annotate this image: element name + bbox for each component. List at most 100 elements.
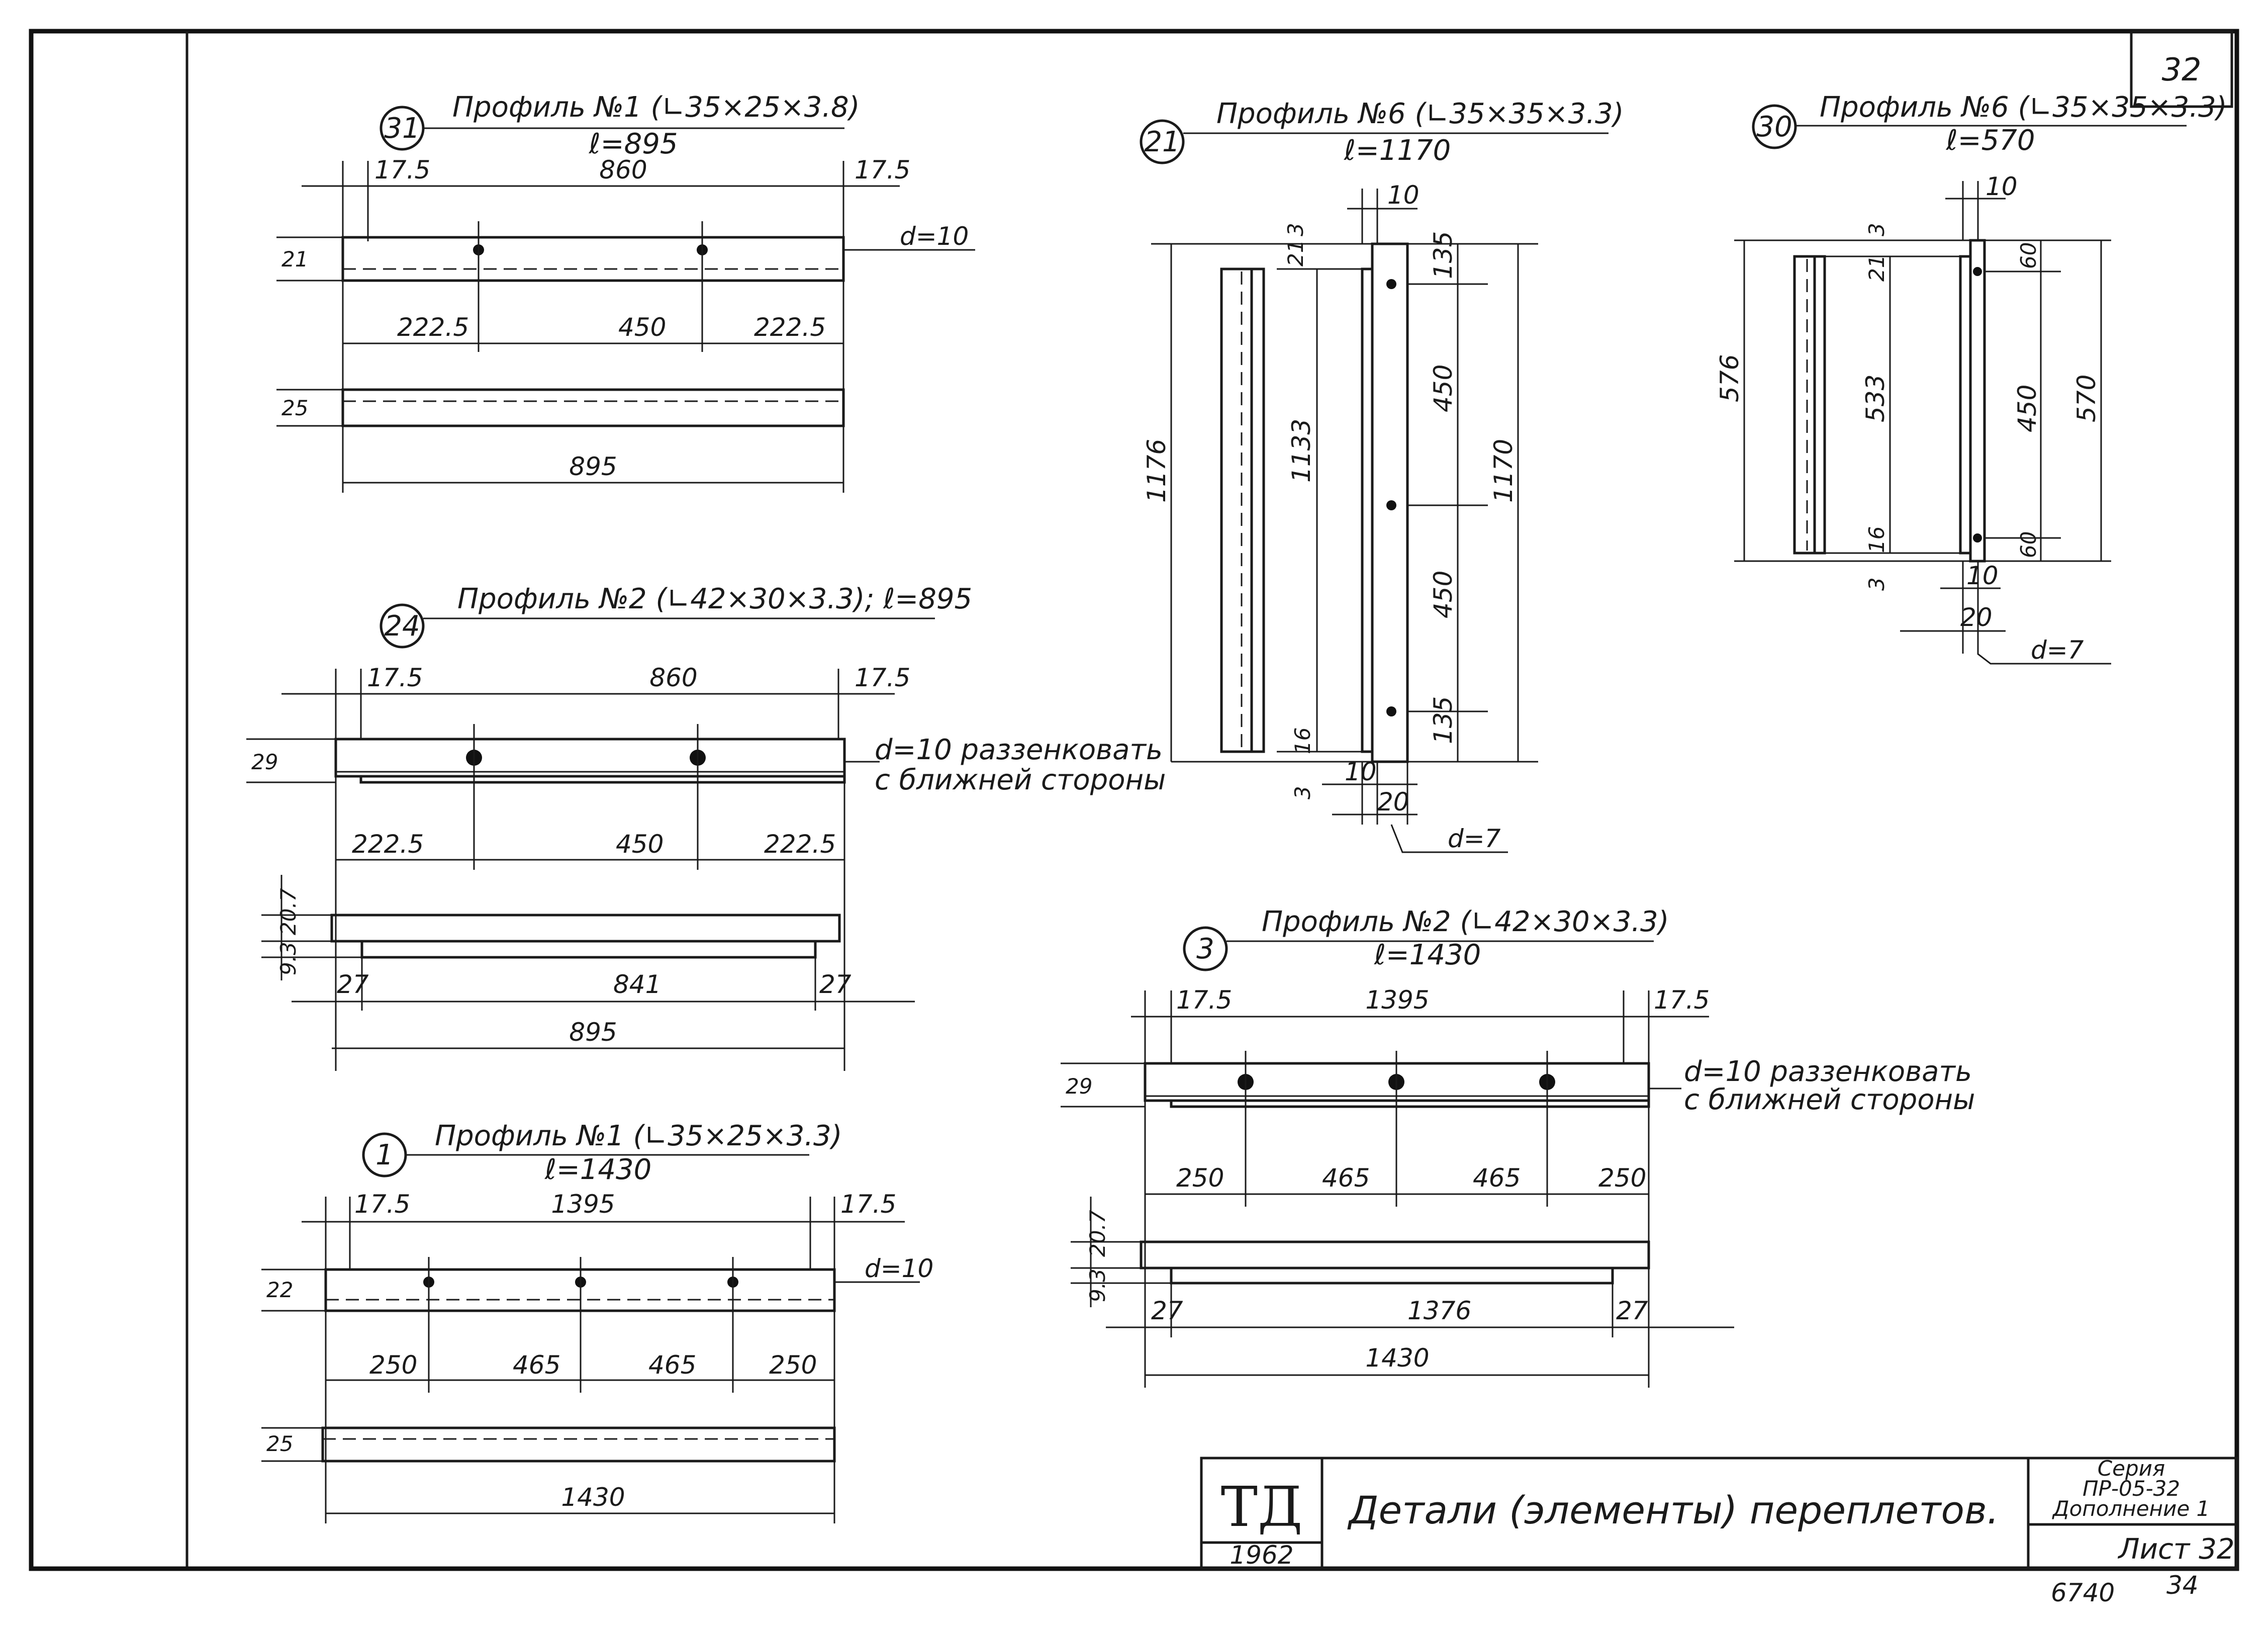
dim-length: 570 [2072, 375, 2101, 422]
dim-span: 860 [599, 155, 647, 185]
series-code: ПР-05-32 [2083, 1476, 2180, 1501]
dim-hole-left: 222.5 [397, 313, 469, 342]
dim-flange: 25 [266, 1431, 293, 1456]
dim-height: 29 [1066, 1074, 1092, 1099]
part-title: Профиль №2 (∟42×30×3.3) [1262, 906, 1669, 938]
inventory-page: 34 [2166, 1571, 2199, 1600]
countersink-note: d=10 раззенковать [1684, 1055, 1972, 1088]
dim-hole-4: 250 [769, 1350, 817, 1380]
dim-hole-mid: 450 [618, 313, 666, 342]
sheet-label: Лист 32 [2118, 1533, 2235, 1566]
dim-bottom-left: 27 [337, 970, 369, 999]
dim-height: 22 [266, 1278, 293, 1302]
part-31: 31 Профиль №1 (∟35×25×3.8) ℓ=895 17.5 86… [276, 91, 975, 493]
page-number: 32 [2162, 51, 2202, 88]
dim-flange: 25 [281, 396, 308, 420]
series-label: Серия [2098, 1456, 2165, 1481]
stamp-year: 1962 [1230, 1541, 1293, 1570]
part-length: ℓ=570 [1946, 124, 2035, 157]
dim-right-offset: 17.5 [855, 663, 910, 692]
dim-left-offset: 17.5 [367, 663, 423, 692]
page-number-box: 32 [2130, 30, 2233, 108]
title-block: ТД 1962 Детали (элементы) переплетов. Се… [1200, 1456, 2238, 1607]
dim-bottom-width: 10 [1345, 757, 1377, 786]
part-number: 3 [1196, 933, 1214, 965]
dim-hole-3: 465 [648, 1350, 696, 1380]
dim-top-step: 3 [1283, 223, 1308, 236]
dim-right-offset: 17.5 [1654, 985, 1710, 1015]
dim-pitch: 450 [2013, 385, 2042, 432]
dim-overall: 576 [1715, 354, 1744, 402]
dim-pitch-1: 450 [1429, 365, 1458, 412]
hole-diameter: d=10 [900, 222, 969, 251]
dim-end-bottom: 60 [2016, 531, 2041, 558]
dim-hole-right: 222.5 [764, 830, 836, 859]
hole-diameter: d=7 [1448, 824, 1501, 853]
countersink-note-side: с ближней стороны [875, 764, 1166, 796]
part-number: 21 [1144, 126, 1180, 158]
part-number: 24 [384, 610, 420, 643]
dim-inner: 533 [1861, 375, 1890, 422]
dim-bottom-right: 27 [1616, 1296, 1648, 1325]
dim-top-width: 10 [1986, 172, 2018, 201]
dim-bottom-step: 3 [1290, 786, 1315, 799]
dim-top-step: 3 [1864, 223, 1889, 236]
dim-bottom-right: 27 [819, 970, 852, 999]
dim-end-top: 60 [2016, 242, 2041, 269]
part-length: ℓ=1430 [1374, 939, 1481, 971]
dim-bottom-width: 10 [1966, 561, 1999, 590]
dim-overall: 1176 [1142, 439, 1171, 503]
countersink-note: d=10 раззенковать [875, 734, 1163, 766]
dim-left-offset: 17.5 [374, 155, 430, 185]
dim-bottom-offset: 16 [1290, 728, 1315, 754]
part-title: Профиль №6 (∟35×35×3.3) [1216, 98, 1624, 130]
dim-web: 20.7 [1085, 1210, 1110, 1257]
dim-right-offset: 17.5 [840, 1190, 896, 1219]
dim-height: 21 [281, 247, 308, 272]
part-30: 30 Профиль №6 (∟35×35×3.3) ℓ=570 576 533… [1715, 91, 2227, 665]
inventory-number: 6740 [2051, 1578, 2115, 1607]
dim-length: 1170 [1489, 439, 1518, 503]
part-title: Профиль №6 (∟35×35×3.3) [1820, 91, 2227, 124]
part-length: ℓ=1430 [544, 1153, 652, 1186]
dim-right-offset: 17.5 [855, 155, 910, 185]
dim-bottom-total: 20 [1377, 787, 1409, 817]
dim-hole-1: 250 [369, 1350, 417, 1380]
dim-hole-mid: 450 [616, 830, 664, 859]
dim-left-offset: 17.5 [354, 1190, 410, 1219]
part-3: 3 Профиль №2 (∟42×30×3.3) ℓ=1430 17.5 13… [1061, 906, 1975, 1388]
dim-total: 1430 [1365, 1343, 1429, 1373]
dim-top-width: 10 [1387, 180, 1420, 210]
dim-bottom-total: 20 [1960, 603, 1993, 632]
dim-end-top: 135 [1429, 231, 1458, 279]
drawing-title: Детали (элементы) переплетов. [1347, 1488, 1999, 1532]
dim-hole-right: 222.5 [754, 313, 826, 342]
dim-total: 895 [569, 452, 617, 481]
dim-hole-3: 465 [1473, 1163, 1521, 1193]
dim-left-offset: 17.5 [1176, 985, 1232, 1015]
dim-span: 1395 [1365, 985, 1429, 1015]
part-length: ℓ=895 [589, 128, 678, 160]
dim-total: 895 [569, 1018, 617, 1047]
dim-hole-1: 250 [1176, 1163, 1224, 1193]
dim-span: 860 [649, 663, 697, 692]
part-21: 21 Профиль №6 (∟35×35×3.3) ℓ=1170 1176 1… [1140, 98, 1624, 853]
part-number: 31 [384, 112, 420, 145]
part-1: 1 Профиль №1 (∟35×25×3.3) ℓ=1430 17.5 13… [261, 1120, 933, 1523]
part-title: Профиль №1 (∟35×25×3.8) [452, 91, 860, 124]
dim-total: 1430 [561, 1483, 625, 1512]
dim-bottom-offset: 16 [1864, 526, 1889, 553]
dim-pitch-2: 450 [1429, 571, 1458, 618]
part-24: 24 Профиль №2 (∟42×30×3.3); ℓ=895 17.5 8… [246, 583, 1166, 1071]
series-supplement: Дополнение 1 [2052, 1496, 2210, 1521]
dim-flange: 9.3 [276, 942, 301, 975]
part-length: ℓ=1170 [1344, 134, 1451, 167]
dim-bottom-step: 3 [1864, 577, 1889, 591]
part-title: Профиль №1 (∟35×25×3.3) [435, 1120, 842, 1152]
dim-flange: 9.3 [1085, 1269, 1110, 1302]
part-number: 1 [375, 1139, 394, 1171]
dim-hole-2: 465 [1322, 1163, 1370, 1193]
dim-bottom-span: 841 [613, 970, 661, 999]
hole-diameter: d=10 [865, 1254, 933, 1283]
